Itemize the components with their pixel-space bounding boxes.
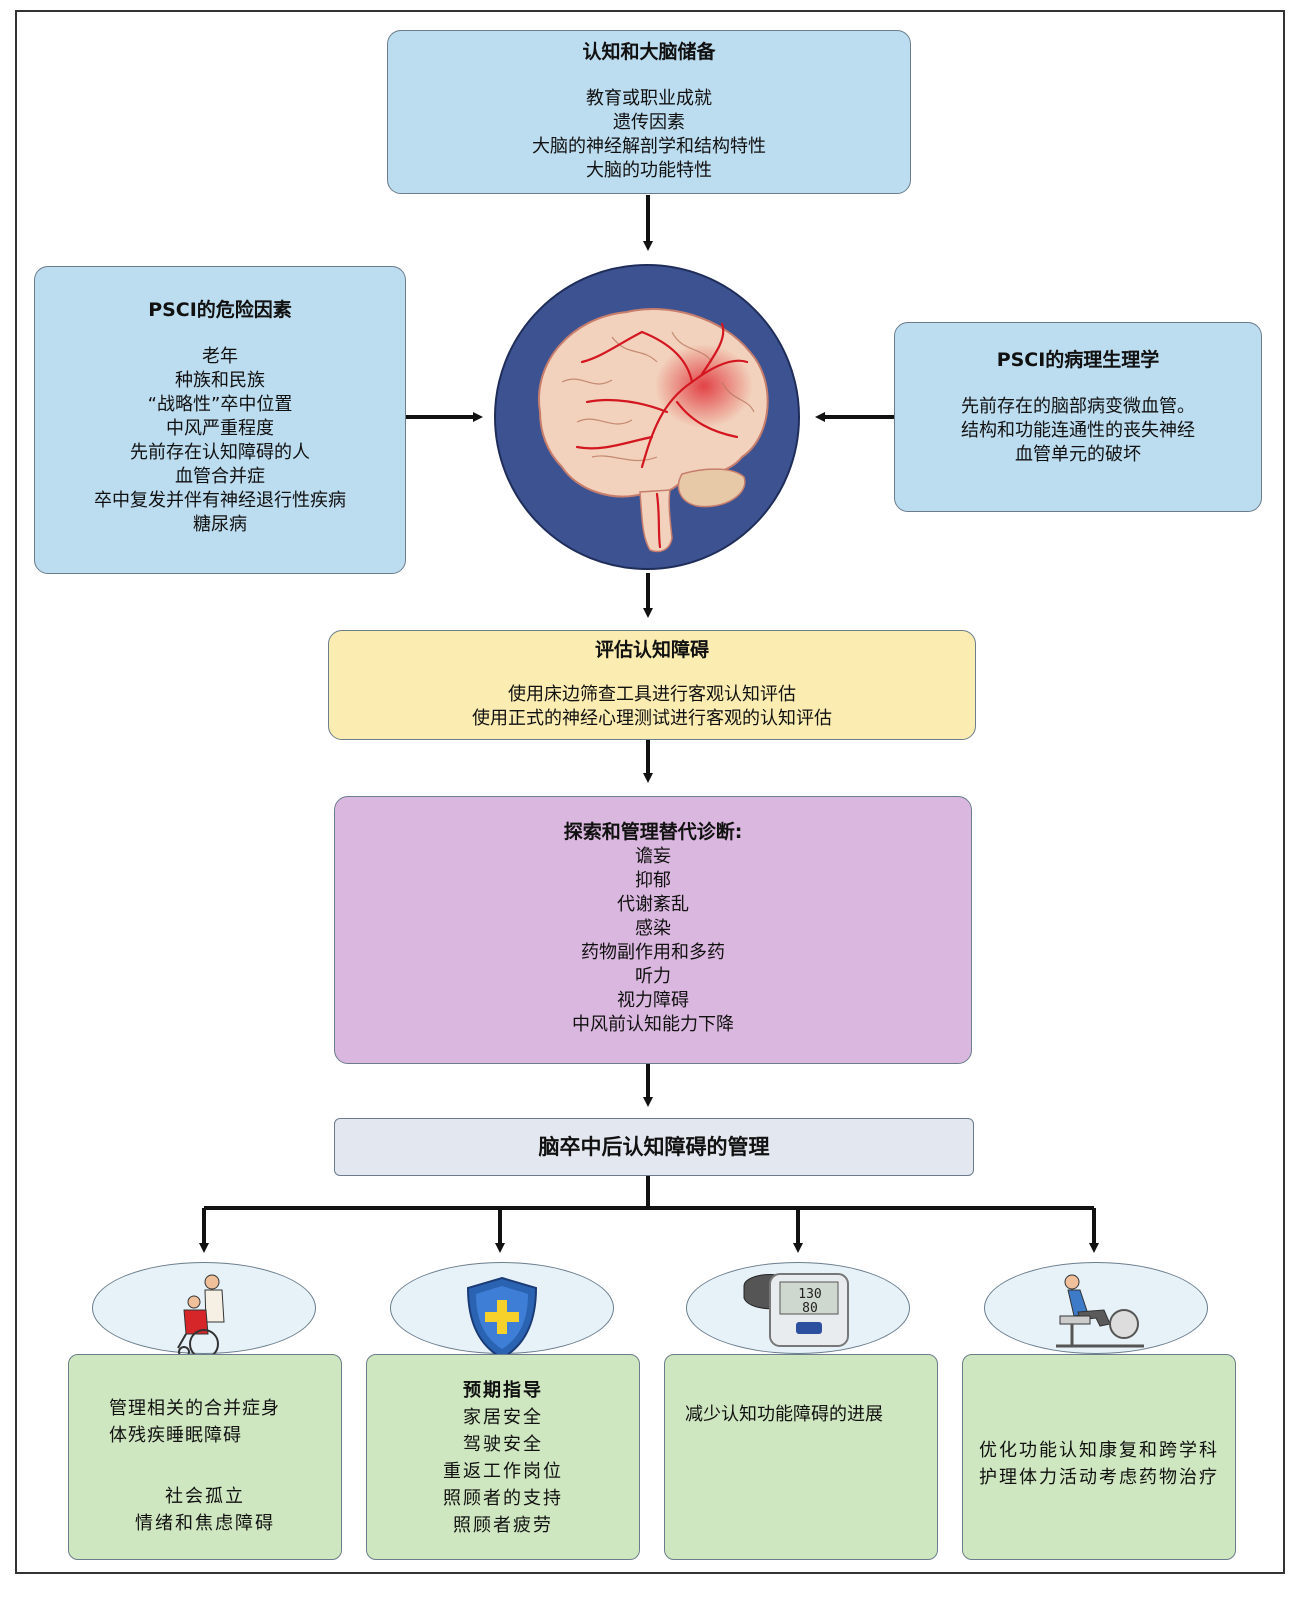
risk-item: 种族和民族 bbox=[175, 370, 265, 391]
risk-item: 中风严重程度 bbox=[166, 418, 274, 439]
management-title: 脑卒中后认知障碍的管理 bbox=[538, 1135, 770, 1159]
card-1-box: 管理相关的合并症身 体残疾睡眠障碍 社会孤立 情绪和焦虑障碍 bbox=[68, 1354, 342, 1560]
assess-title: 评估认知障碍 bbox=[594, 639, 709, 661]
reserve-item: 教育或职业成就 bbox=[586, 88, 712, 109]
card-2-box: 预期指导 家居安全 驾驶安全 重返工作岗位 照顾者的支持 照顾者疲劳 bbox=[366, 1354, 640, 1560]
alt-item: 谵妄 bbox=[635, 846, 671, 867]
alt-item: 抑郁 bbox=[635, 870, 671, 891]
risk-factors-title: PSCI的危险因素 bbox=[148, 299, 292, 321]
card-2-line: 照顾者的支持 bbox=[443, 1488, 563, 1509]
exercise-bike-icon bbox=[1054, 1272, 1146, 1354]
card-2-title: 预期指导 bbox=[463, 1380, 543, 1401]
reserve-item: 大脑的神经解剖学和结构特性 bbox=[532, 136, 766, 157]
brain-illustration bbox=[492, 262, 802, 572]
cognitive-reserve-box: 认知和大脑储备 教育或职业成就 遗传因素 大脑的神经解剖学和结构特性 大脑的功能… bbox=[387, 30, 911, 194]
risk-item: 糖尿病 bbox=[193, 514, 247, 535]
card-1-line: 管理相关的合并症身 bbox=[109, 1398, 280, 1419]
card-2-line: 照顾者疲劳 bbox=[453, 1515, 553, 1536]
card-1-line: 体残疾睡眠障碍 bbox=[109, 1425, 242, 1446]
card-1-oval bbox=[92, 1262, 316, 1354]
alt-item: 中风前认知能力下降 bbox=[572, 1014, 734, 1035]
card-4-line: 优化功能认知康复和跨学科 bbox=[979, 1440, 1219, 1461]
card-4-line: 护理体力活动考虑药物治疗 bbox=[979, 1467, 1219, 1488]
card-1-line: 情绪和焦虑障碍 bbox=[135, 1513, 275, 1534]
pathophysiology-title: PSCI的病理生理学 bbox=[996, 349, 1160, 371]
alt-item: 听力 bbox=[635, 966, 671, 987]
wheelchair-patient-icon bbox=[170, 1272, 240, 1362]
assess-item: 使用床边筛查工具进行客观认知评估 bbox=[508, 684, 796, 705]
risk-item: 卒中复发并伴有神经退行性疾病 bbox=[94, 490, 346, 511]
alt-item: 视力障碍 bbox=[617, 990, 689, 1011]
figure-frame bbox=[15, 10, 1285, 1574]
risk-item: 血管合并症 bbox=[175, 466, 265, 487]
card-2-line: 家居安全 bbox=[463, 1407, 543, 1428]
alternative-diagnoses-box: 探索和管理替代诊断: 谵妄 抑郁 代谢紊乱 感染 药物副作用和多药 听力 视力障… bbox=[334, 796, 972, 1064]
alt-diagnoses-title: 探索和管理替代诊断: bbox=[563, 821, 743, 843]
card-3-line: 减少认知功能障碍的进展 bbox=[685, 1404, 883, 1425]
alt-item: 药物副作用和多药 bbox=[581, 942, 725, 963]
reserve-item: 大脑的功能特性 bbox=[586, 160, 712, 181]
assess-item: 使用正式的神经心理测试进行客观的认知评估 bbox=[472, 708, 832, 729]
risk-item: 老年 bbox=[202, 346, 238, 367]
risk-factors-box: PSCI的危险因素 老年 种族和民族 “战略性”卒中位置 中风严重程度 先前存在… bbox=[34, 266, 406, 574]
reserve-item: 遗传因素 bbox=[613, 112, 685, 133]
alt-item: 代谢紊乱 bbox=[617, 894, 689, 915]
card-4-box: 优化功能认知康复和跨学科 护理体力活动考虑药物治疗 bbox=[962, 1354, 1236, 1560]
risk-item: “战略性”卒中位置 bbox=[147, 394, 293, 415]
alt-item: 感染 bbox=[635, 918, 671, 939]
card-3-box: 减少认知功能障碍的进展 bbox=[664, 1354, 938, 1560]
pathophysiology-box: PSCI的病理生理学 先前存在的脑部病变微血管。 结构和功能连通性的丧失神经 血… bbox=[894, 322, 1262, 512]
management-header-box: 脑卒中后认知障碍的管理 bbox=[334, 1118, 974, 1176]
card-4-oval bbox=[984, 1262, 1208, 1354]
risk-item: 先前存在认知障碍的人 bbox=[130, 442, 310, 463]
card-1-line: 社会孤立 bbox=[165, 1486, 245, 1507]
cognitive-reserve-title: 认知和大脑储备 bbox=[582, 41, 716, 63]
card-2-line: 重返工作岗位 bbox=[443, 1461, 563, 1482]
patho-item: 先前存在的脑部病变微血管。 bbox=[961, 396, 1195, 417]
assess-impairment-box: 评估认知障碍 使用床边筛查工具进行客观认知评估 使用正式的神经心理测试进行客观的… bbox=[328, 630, 976, 740]
card-2-line: 驾驶安全 bbox=[463, 1434, 543, 1455]
monitor-reading-bottom: 80 bbox=[802, 1301, 818, 1316]
blood-pressure-monitor-icon: 130 80 bbox=[740, 1268, 852, 1352]
shield-cross-icon bbox=[466, 1276, 538, 1360]
monitor-reading-top: 130 bbox=[798, 1287, 821, 1302]
patho-item: 血管单元的破坏 bbox=[1015, 444, 1141, 465]
patho-item: 结构和功能连通性的丧失神经 bbox=[961, 420, 1195, 441]
